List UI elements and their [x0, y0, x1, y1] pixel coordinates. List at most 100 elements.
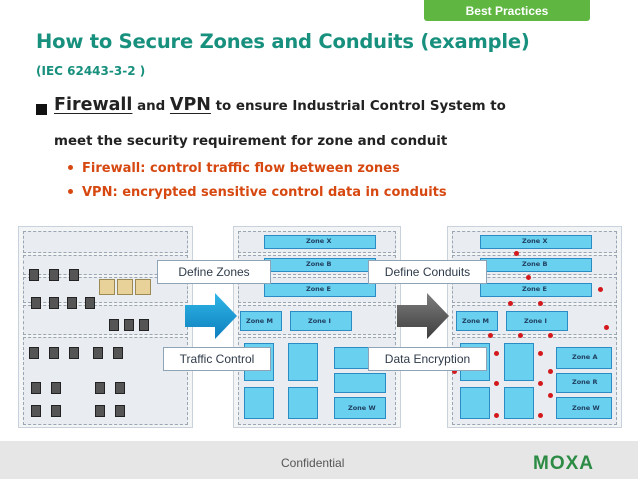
server-icon	[49, 297, 59, 309]
workstation-icon	[135, 279, 151, 295]
dot-bullet-icon	[68, 165, 73, 170]
conduit-dot	[514, 251, 519, 256]
zone-e-box	[480, 283, 592, 297]
workstation-icon	[117, 279, 133, 295]
zone-i-label: Zone I	[524, 317, 547, 325]
server-icon	[139, 319, 149, 331]
data-encryption-label: Data Encryption	[368, 347, 487, 371]
external-row	[23, 231, 188, 253]
zone-a-box	[556, 347, 612, 369]
slide-title: How to Secure Zones and Conduits (exampl…	[36, 30, 530, 53]
zone-e-label: Zone E	[306, 285, 331, 293]
server-icon	[124, 319, 134, 331]
zone-w-box	[334, 397, 386, 419]
slide-subtitle: (IEC 62443-3-2 )	[36, 64, 146, 78]
plc-icon	[31, 405, 41, 417]
plc-icon	[31, 382, 41, 394]
network-diagram-original	[18, 226, 193, 428]
sub-bullet-vpn: VPN: encrypted sensitive control data in…	[68, 185, 447, 200]
footer-bar	[0, 441, 638, 479]
conduit-dot	[494, 413, 499, 418]
main-bullet-line2: meet the security requirement for zone a…	[54, 134, 448, 149]
conduit-dot	[526, 275, 531, 280]
zone-e-box	[264, 283, 376, 297]
zone-m-box	[240, 311, 282, 331]
firewall-term: Firewall	[54, 95, 133, 115]
plc-icon	[51, 382, 61, 394]
conduit-dot	[494, 381, 499, 386]
plc-icon	[69, 347, 79, 359]
main-bullet-rest: to ensure Industrial Control System to	[210, 99, 506, 114]
plc-icon	[115, 405, 125, 417]
network-diagram-zones: Zone X Zone B Zone E Zone M Zone I Zone …	[233, 226, 401, 428]
zone-s-box	[504, 387, 534, 419]
server-icon	[29, 269, 39, 281]
plc-icon	[95, 382, 105, 394]
conduit-dot	[604, 325, 609, 330]
workstation-icon	[99, 279, 115, 295]
conduit-dot	[518, 333, 523, 338]
zone-m-label: Zone M	[462, 317, 489, 325]
zone-w-box	[556, 397, 612, 419]
zone-w-label: Zone W	[348, 404, 376, 412]
conduit-dot	[548, 369, 553, 374]
moxa-logo: MOXA	[533, 453, 594, 474]
zone-e-label: Zone E	[522, 285, 547, 293]
zone-x-label: Zone X	[522, 237, 548, 245]
server-icon	[85, 297, 95, 309]
zone-r-label: Zone R	[572, 378, 598, 386]
server-icon	[69, 269, 79, 281]
main-bullet-line1: Firewall and VPN to ensure Industrial Co…	[54, 95, 506, 115]
zone-s-box	[288, 387, 318, 419]
conduit-dot	[538, 351, 543, 356]
arrow-right-gray-icon	[397, 293, 449, 339]
conduit-dot	[538, 301, 543, 306]
conduit-dot	[494, 351, 499, 356]
zone-r-box	[556, 373, 612, 393]
zone-a-label: Zone A	[572, 353, 598, 361]
plc-icon	[113, 347, 123, 359]
zone-r-box	[334, 373, 386, 393]
server-icon	[49, 269, 59, 281]
conduit-dot	[538, 413, 543, 418]
conduit-dot	[508, 301, 513, 306]
zone-i-box	[506, 311, 568, 331]
sub-bullet-text: Firewall: control traffic flow between z…	[82, 161, 400, 176]
plc-icon	[51, 405, 61, 417]
and-text: and	[132, 99, 170, 114]
zone-x-box	[264, 235, 376, 249]
plc-icon	[29, 347, 39, 359]
zone-w-label: Zone W	[572, 404, 600, 412]
zone-b-label: Zone B	[306, 260, 332, 268]
pin-row	[23, 305, 188, 335]
define-conduits-label: Define Conduits	[368, 260, 487, 284]
confidential-label: Confidential	[281, 456, 345, 470]
plc-icon	[93, 347, 103, 359]
zone-b-label: Zone B	[522, 260, 548, 268]
zone-x-box	[480, 235, 592, 249]
sub-bullet-text: VPN: encrypted sensitive control data in…	[82, 185, 447, 200]
conduit-dot	[548, 333, 553, 338]
zone-x-label: Zone X	[306, 237, 332, 245]
sub-bullet-firewall: Firewall: control traffic flow between z…	[68, 161, 400, 176]
zone-m-label: Zone M	[246, 317, 273, 325]
zone-o-box	[288, 343, 318, 381]
plc-icon	[95, 405, 105, 417]
zone-i-box	[290, 311, 352, 331]
define-zones-label: Define Zones	[157, 260, 271, 284]
arrow-right-blue-icon	[185, 293, 237, 339]
plc-icon	[115, 382, 125, 394]
zone-m-box	[456, 311, 498, 331]
dot-bullet-icon	[68, 189, 73, 194]
zone-s-box	[244, 387, 274, 419]
network-diagram-conduits: Zone X Zone B Zone E Zone M Zone I Zone …	[447, 226, 622, 428]
conduit-dot	[488, 333, 493, 338]
conduit-dot	[538, 381, 543, 386]
best-practices-badge: Best Practices	[424, 0, 590, 21]
vpn-term: VPN	[169, 95, 211, 115]
control-row	[23, 337, 188, 425]
server-icon	[109, 319, 119, 331]
traffic-control-label: Traffic Control	[163, 347, 271, 371]
zone-s-box	[460, 387, 490, 419]
zone-o-box	[504, 343, 534, 381]
